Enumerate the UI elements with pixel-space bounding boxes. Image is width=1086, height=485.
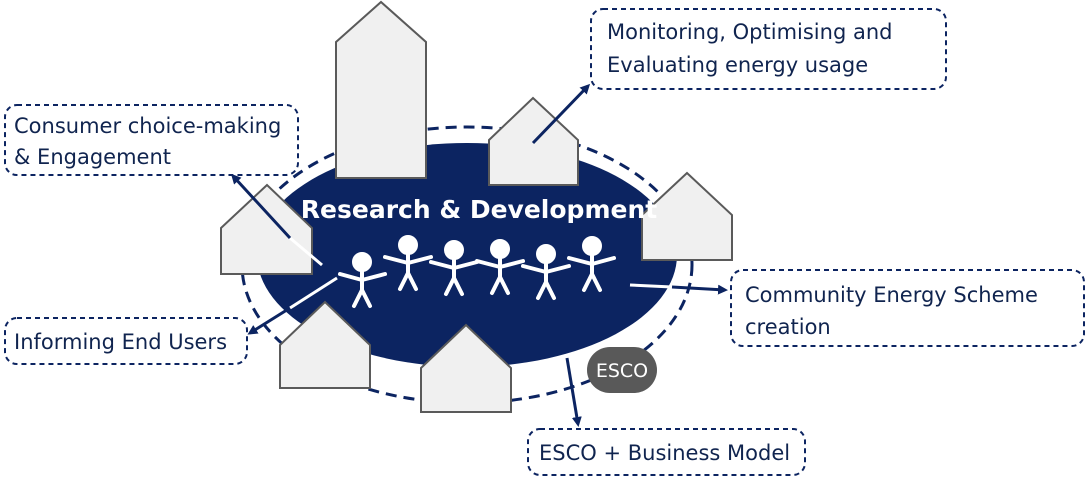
person-figure-icon [567, 236, 616, 292]
house-bottom-center-icon [420, 323, 512, 413]
esco-badge-label: ESCO [596, 360, 648, 382]
label-monitoring-line2: Evaluating energy usage [607, 53, 868, 77]
house-left-icon [220, 183, 313, 275]
center-title: Research & Development [301, 195, 657, 224]
label-box-informing [4, 317, 248, 365]
label-box-monitoring [590, 8, 947, 90]
label-community-line1: Community Energy Scheme [745, 283, 1038, 307]
arrow-monitoring [531, 83, 591, 145]
arrow-esco-model [565, 357, 582, 427]
person-figure-icon [521, 244, 571, 300]
label-box-community [730, 269, 1085, 347]
label-esco-model: ESCO + Business Model [539, 441, 790, 465]
person-figure-icon [383, 235, 433, 291]
label-consumer-line2: & Engagement [14, 145, 171, 169]
arrow-community [629, 283, 728, 295]
arrow-informing [247, 276, 338, 335]
label-informing: Informing End Users [14, 330, 227, 354]
label-consumer-line1: Consumer choice-making [14, 114, 281, 138]
person-figure-icon [429, 240, 479, 296]
arrow-consumer [230, 173, 323, 267]
navy-core-oval [257, 143, 677, 367]
person-figure-icon [338, 252, 387, 308]
person-figure-icon [475, 239, 525, 295]
label-box-esco-model [527, 428, 806, 476]
house-right-icon [641, 171, 733, 261]
house-bottom-left-icon [279, 300, 371, 389]
label-community-line2: creation [745, 315, 831, 339]
label-box-consumer [4, 104, 299, 176]
people-chain [338, 235, 616, 308]
house-tall-icon [335, 0, 427, 179]
label-monitoring-line1: Monitoring, Optimising and [607, 20, 892, 44]
esco-badge [587, 347, 657, 393]
